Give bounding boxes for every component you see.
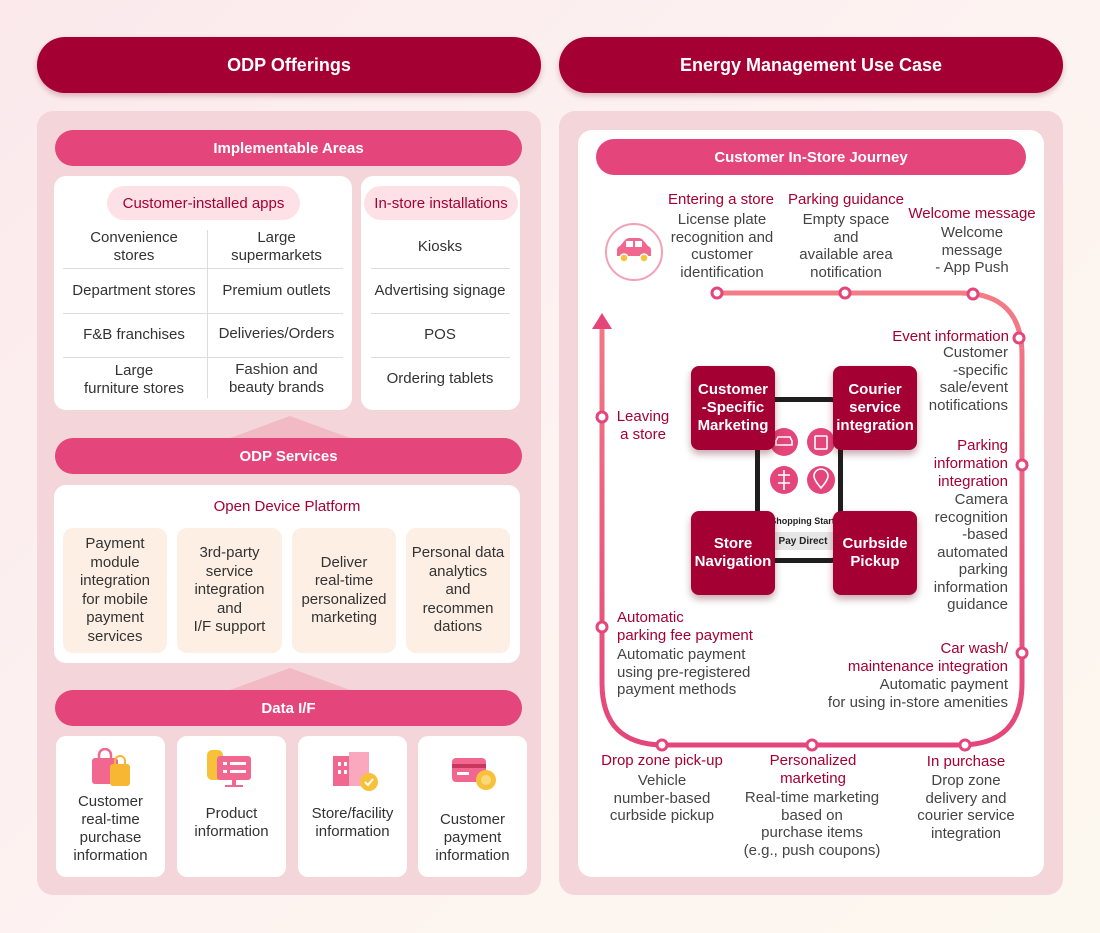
step-parking-info-desc: Camera recognition -based automated park… bbox=[933, 491, 1008, 613]
journey-title-pill: Customer In-Store Journey bbox=[596, 139, 1026, 175]
step-parking-guidance-title: Parking guidance bbox=[788, 191, 904, 208]
instore-pos: POS bbox=[424, 326, 456, 343]
data-card-payment-info-label: Customer payment information bbox=[435, 811, 510, 864]
step-personalized-desc: Real-time marketing based on purchase it… bbox=[743, 789, 881, 859]
divider bbox=[371, 268, 510, 269]
building-icon bbox=[333, 752, 378, 791]
step-carwash-title: Car wash/ maintenance integration bbox=[847, 640, 1008, 675]
open-device-platform-title: Open Device Platform bbox=[213, 498, 361, 515]
instore-advertising-signage: Advertising signage bbox=[374, 282, 506, 299]
divider bbox=[371, 357, 510, 358]
header-energy-use-case-label: Energy Management Use Case bbox=[679, 54, 943, 75]
service-realtime-marketing: Deliver real-time personalized marketing bbox=[292, 528, 396, 653]
product-list-icon bbox=[207, 750, 251, 787]
step-in-purchase-title: In purchase bbox=[926, 753, 1006, 770]
divider bbox=[63, 268, 343, 269]
header-energy-use-case: Energy Management Use Case bbox=[559, 37, 1063, 93]
divider bbox=[371, 313, 510, 314]
step-auto-fee-desc: Automatic payment using pre-registered p… bbox=[617, 646, 751, 698]
connector-arrow bbox=[230, 668, 350, 690]
step-event-title: Event information bbox=[892, 328, 1009, 345]
step-parking-guidance-desc: Empty space and available area notificat… bbox=[799, 211, 893, 281]
step-welcome-title: Welcome message bbox=[908, 205, 1036, 222]
shopping-bag-icon bbox=[92, 748, 130, 786]
step-entering-title: Entering a store bbox=[668, 191, 774, 208]
odp-services-pill: ODP Services bbox=[55, 438, 522, 474]
step-carwash-desc: Automatic payment for using in-store ame… bbox=[827, 676, 1008, 711]
app-area-large-supermarkets: Large supermarkets bbox=[231, 229, 322, 264]
data-card-product-info-label: Product information bbox=[194, 805, 269, 840]
tile-customer-marketing: Customer -Specific Marketing bbox=[691, 366, 775, 450]
step-event-desc: Customer -specific sale/event notificati… bbox=[928, 344, 1008, 414]
in-store-installations-pill: In-store installations bbox=[364, 186, 518, 220]
phone-app-icons bbox=[770, 428, 835, 494]
data-card-store-facility-info-label: Store/facility information bbox=[311, 805, 394, 840]
service-data-analytics: Personal data analytics and recommen dat… bbox=[406, 528, 510, 653]
step-dropzone-title: Drop zone pick-up bbox=[601, 752, 723, 769]
car-icon bbox=[605, 223, 663, 281]
step-dropzone-desc: Vehicle number-based curbside pickup bbox=[609, 772, 715, 824]
implementable-areas-pill: Implementable Areas bbox=[55, 130, 522, 166]
app-area-fb-franchises: F&B franchises bbox=[83, 326, 185, 343]
data-card-purchase-info-label: Customer real-time purchase information bbox=[73, 793, 148, 864]
in-store-installations-title: In-store installations bbox=[374, 194, 508, 212]
journey-title: Customer In-Store Journey bbox=[714, 148, 908, 166]
step-leaving-title: Leaving a store bbox=[616, 408, 670, 443]
app-area-premium-outlets: Premium outlets bbox=[222, 282, 331, 299]
journey-track bbox=[592, 286, 1029, 752]
app-area-department-stores: Department stores bbox=[72, 282, 196, 299]
tile-curbside-pickup: Curbside Pickup bbox=[833, 511, 917, 595]
instore-ordering-tablets: Ordering tablets bbox=[386, 370, 494, 387]
connector-arrow bbox=[230, 416, 350, 438]
data-card-purchase-info: Customer real-time purchase information bbox=[56, 736, 165, 877]
step-welcome-desc: Welcome message - App Push bbox=[935, 224, 1009, 276]
phone-shopping-start: Shopping Start bbox=[770, 515, 835, 526]
app-area-fashion-beauty: Fashion and beauty brands bbox=[228, 361, 325, 396]
phone-pay-direct-button: Pay Direct bbox=[772, 532, 834, 550]
data-card-store-facility-info: Store/facility information bbox=[298, 736, 407, 877]
instore-kiosks: Kiosks bbox=[417, 238, 463, 255]
step-personalized-title: Personalized marketing bbox=[769, 752, 857, 787]
divider bbox=[63, 357, 343, 358]
data-card-product-info: Product information bbox=[177, 736, 286, 877]
data-if-title: Data I/F bbox=[261, 699, 316, 717]
tile-store-navigation: Store Navigation bbox=[691, 511, 775, 595]
service-third-party-integration: 3rd-party service integration and I/F su… bbox=[177, 528, 282, 653]
header-odp-offerings-label: ODP Offerings bbox=[227, 54, 351, 75]
divider bbox=[63, 313, 343, 314]
app-area-convenience-stores: Convenience stores bbox=[90, 229, 178, 264]
tile-courier-service: Courier service integration bbox=[833, 366, 917, 450]
implementable-areas-title: Implementable Areas bbox=[213, 139, 364, 157]
data-if-pill: Data I/F bbox=[55, 690, 522, 726]
service-payment-module: Payment module integration for mobile pa… bbox=[63, 528, 167, 653]
step-parking-info-title: Parking information integration bbox=[933, 437, 1008, 490]
app-area-large-furniture-stores: Large furniture stores bbox=[83, 362, 185, 397]
step-entering-desc: License plate recognition and customer i… bbox=[670, 211, 774, 281]
header-odp-offerings: ODP Offerings bbox=[37, 37, 541, 93]
step-auto-fee-title: Automatic parking fee payment bbox=[617, 609, 753, 644]
step-in-purchase-desc: Drop zone delivery and courier service i… bbox=[917, 772, 1015, 842]
app-area-deliveries-orders: Deliveries/Orders bbox=[218, 325, 335, 342]
odp-services-title: ODP Services bbox=[239, 447, 338, 465]
data-card-payment-info: Customer payment information bbox=[418, 736, 527, 877]
credit-card-icon bbox=[452, 758, 496, 790]
customer-installed-apps-title: Customer-installed apps bbox=[122, 194, 285, 212]
divider bbox=[207, 230, 208, 398]
customer-installed-apps-pill: Customer-installed apps bbox=[107, 186, 300, 220]
